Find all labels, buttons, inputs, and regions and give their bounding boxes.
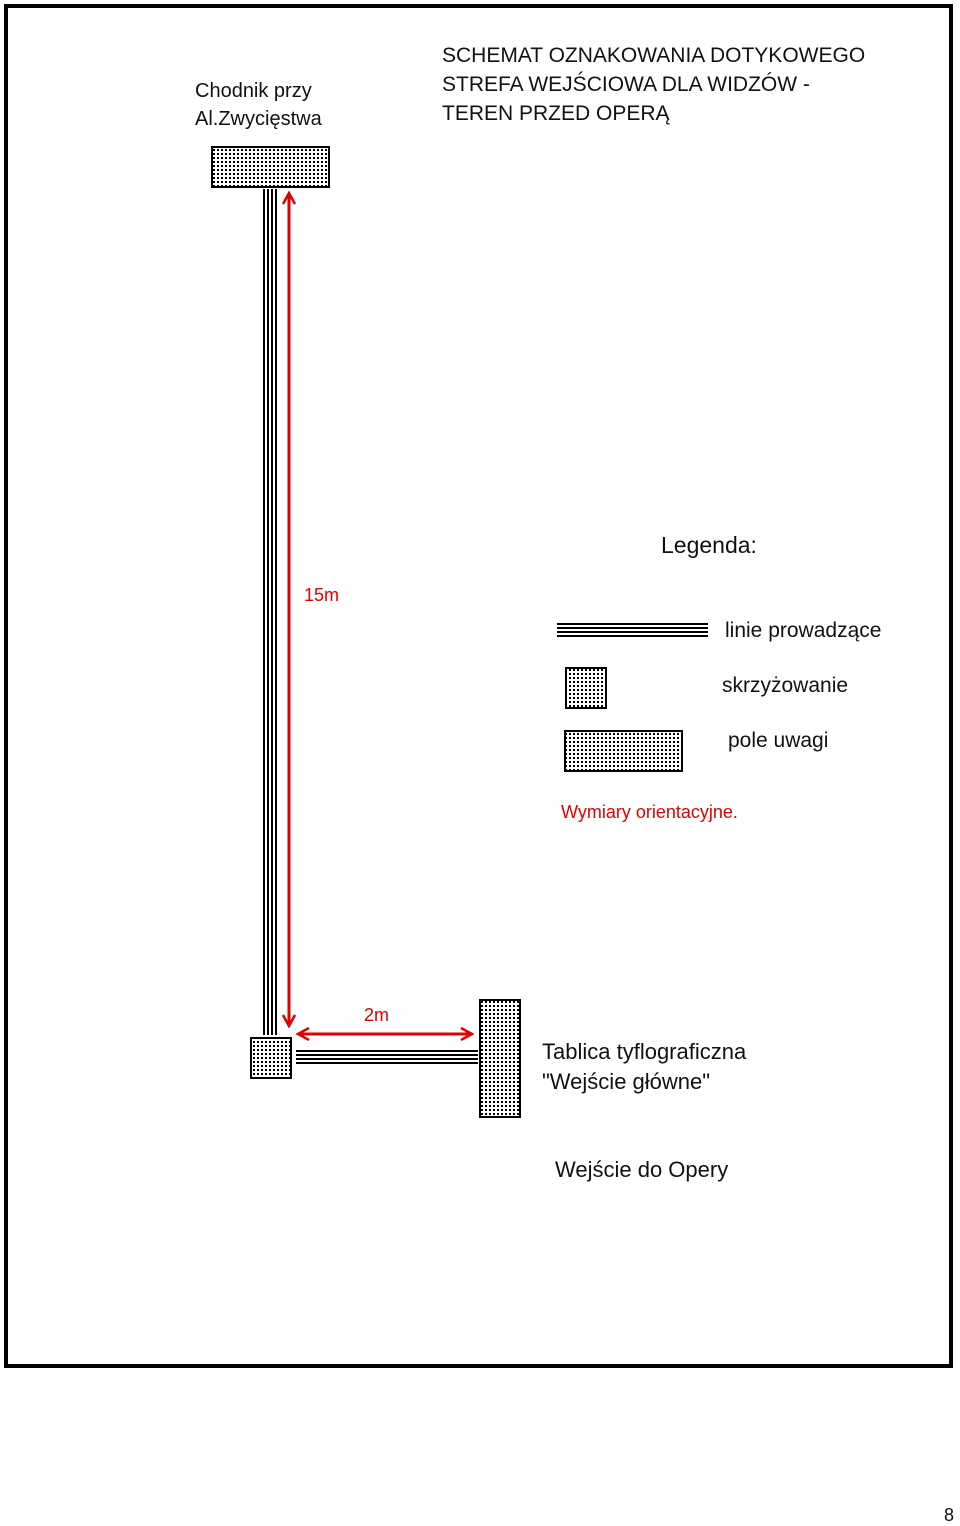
legend-guiding-lines-icon (557, 623, 708, 637)
diagram-title: SCHEMAT OZNAKOWANIA DOTYKOWEGO STREFA WE… (442, 44, 866, 125)
diagram-frame (4, 4, 953, 1368)
dimension-label-2m: 2m (364, 1005, 390, 1025)
dimension-label-15m: 15m (304, 585, 340, 605)
crossing-tile (250, 1037, 292, 1079)
legend-label-guiding-lines: linie prowadzące (725, 619, 882, 642)
dimensions-note: Wymiary orientacyjne. (561, 802, 738, 822)
legend-title: Legenda: (661, 532, 757, 558)
legend-label-warning-field: pole uwagi (728, 729, 829, 752)
warning-field-board (479, 999, 521, 1118)
legend-crossing-icon (565, 667, 607, 709)
guiding-lines-horizontal (296, 1050, 478, 1064)
page-number: 8 (944, 1505, 955, 1525)
legend-label-crossing: skrzyżowanie (722, 674, 849, 697)
legend-warning-field-icon (564, 730, 683, 772)
board-label: Tablica tyflograficzna "Wejście główne" (542, 1039, 747, 1094)
warning-field-top (211, 146, 330, 188)
start-location-label: Chodnik przy Al.Zwycięstwa (195, 80, 322, 130)
guiding-lines-vertical (263, 189, 277, 1035)
entrance-label: Wejście do Opery (555, 1157, 729, 1182)
